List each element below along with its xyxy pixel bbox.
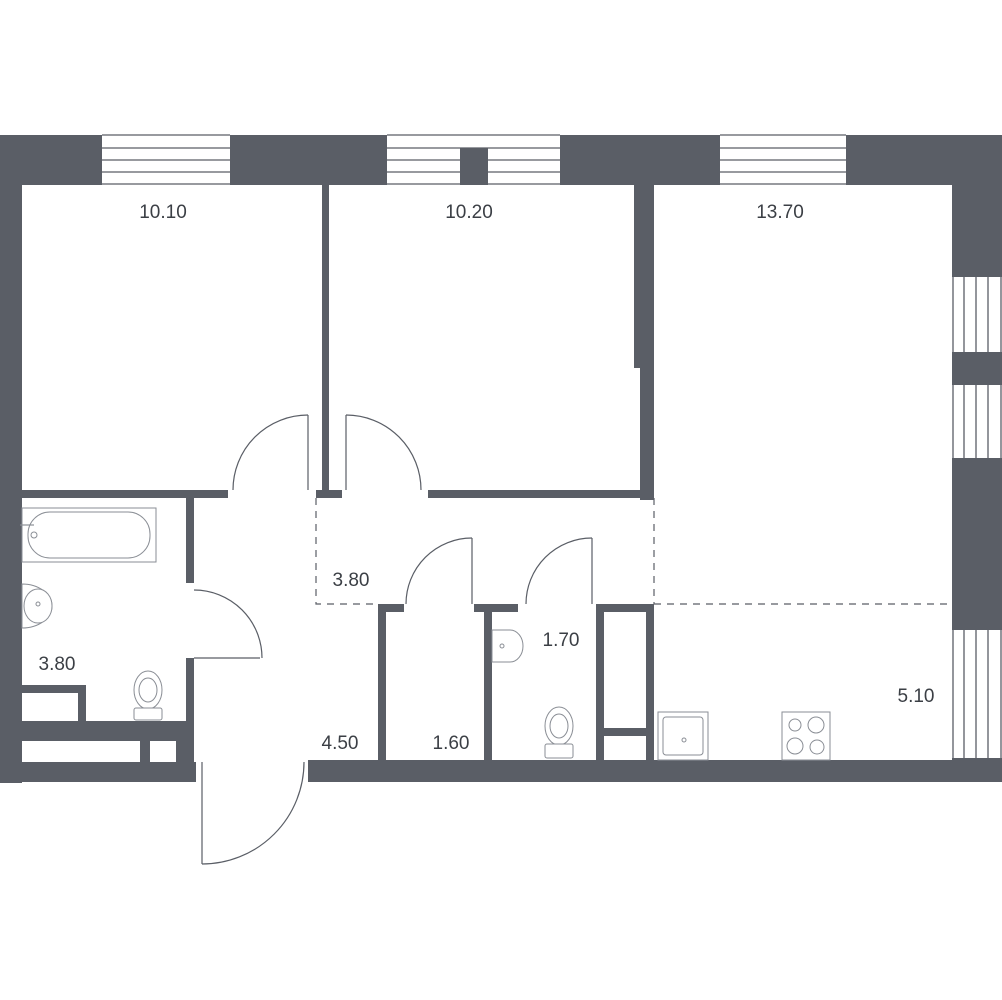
area-label-toilet: 1.70 bbox=[543, 630, 580, 651]
area-label-storage: 1.60 bbox=[433, 733, 470, 754]
stove-icon bbox=[781, 711, 831, 761]
area-labels: 10.10 10.20 13.70 3.80 3.80 4.50 1.60 1.… bbox=[39, 202, 935, 754]
door-entrance bbox=[201, 761, 305, 865]
sink-icon bbox=[21, 583, 53, 629]
kitchen-sink-icon bbox=[657, 711, 709, 761]
doors bbox=[193, 414, 593, 865]
zone-lines bbox=[315, 498, 952, 605]
toilet-icon bbox=[133, 670, 163, 721]
area-label-bedroom-middle: 10.20 bbox=[445, 202, 493, 223]
area-label-bedroom-left: 10.10 bbox=[139, 202, 187, 223]
toilet-sink-icon bbox=[491, 629, 524, 663]
area-label-bathroom: 3.80 bbox=[39, 654, 76, 675]
exterior-walls bbox=[0, 135, 1002, 783]
area-label-kitchen: 5.10 bbox=[898, 686, 935, 707]
door-bathroom bbox=[193, 589, 263, 659]
area-label-corridor: 3.80 bbox=[333, 570, 370, 591]
window-right-lower bbox=[952, 630, 1002, 758]
door-bedroom-middle bbox=[345, 414, 422, 491]
window-top-right bbox=[720, 134, 846, 185]
window-right-upper bbox=[952, 277, 1002, 458]
door-toilet bbox=[525, 537, 593, 605]
window-top-middle bbox=[387, 134, 560, 185]
area-label-living-room: 13.70 bbox=[756, 202, 804, 223]
door-storage bbox=[405, 537, 473, 605]
door-bedroom-left bbox=[232, 414, 309, 491]
area-label-hall: 4.50 bbox=[322, 733, 359, 754]
window-top-left bbox=[102, 134, 230, 185]
windows bbox=[102, 134, 1002, 758]
bathtub-icon bbox=[20, 507, 157, 563]
wc-toilet-icon bbox=[544, 706, 574, 759]
interior-walls bbox=[22, 185, 654, 782]
